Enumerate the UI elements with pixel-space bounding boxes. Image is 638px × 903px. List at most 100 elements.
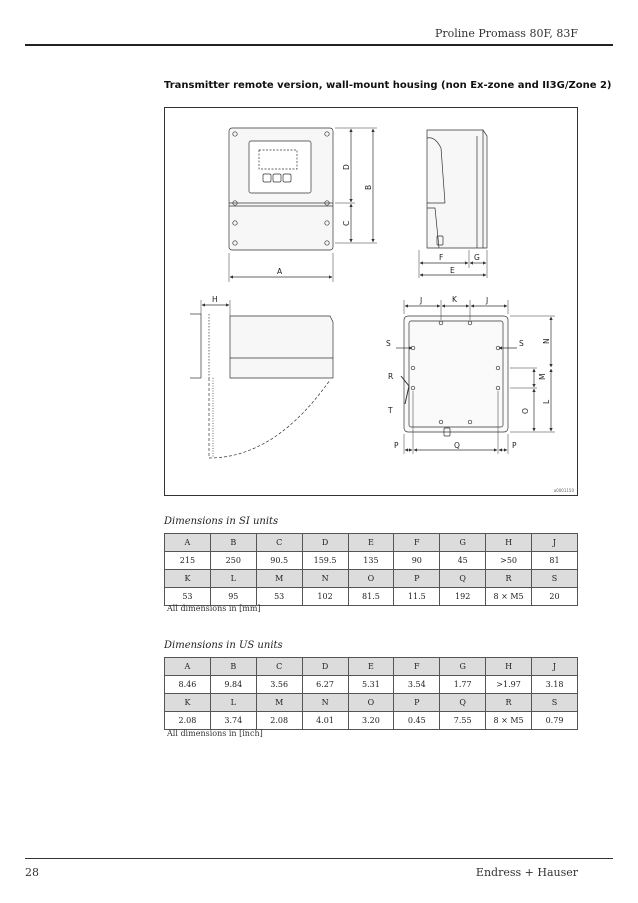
label-F: F: [439, 253, 443, 262]
dimension-drawing: A D C B F G E H J K J S S R T N M O L P …: [164, 107, 578, 496]
label-S-left: S: [386, 339, 391, 348]
header-cell: B: [209, 657, 257, 676]
value-cell: 5.31: [347, 675, 395, 694]
header-cell: J: [531, 533, 578, 552]
header-cell: G: [439, 533, 487, 552]
top-view: [190, 300, 334, 459]
value-cell: 2.08: [255, 711, 303, 730]
label-Q: Q: [454, 441, 460, 450]
header-cell: E: [347, 657, 395, 676]
header-cell: S: [531, 693, 578, 712]
header-cell: M: [255, 569, 303, 588]
header-cell: Q: [439, 569, 487, 588]
value-cell: 11.5: [393, 587, 441, 606]
value-cell: 3.56: [255, 675, 303, 694]
label-D: D: [342, 164, 351, 170]
header-cell: K: [164, 569, 211, 588]
label-N: N: [542, 338, 551, 344]
header-cell: C: [255, 657, 303, 676]
drawing-svg: A D C B F G E H J K J S S R T N M O L P …: [190, 127, 555, 459]
label-R: R: [388, 372, 393, 381]
footer-brand: Endress + Hauser: [475, 866, 578, 879]
header-cell: K: [164, 693, 211, 712]
header-cell: D: [301, 533, 349, 552]
us-caption: Dimensions in US units: [164, 640, 283, 651]
header-cell: F: [393, 533, 441, 552]
value-cell: 45: [439, 551, 487, 570]
value-cell: >1.97: [485, 675, 532, 694]
label-A: A: [277, 267, 283, 276]
value-cell: 3.20: [347, 711, 395, 730]
label-P-left: P: [394, 441, 399, 450]
section-title: Transmitter remote version, wall-mount h…: [164, 80, 612, 91]
header-cell: H: [485, 533, 532, 552]
header-cell: B: [209, 533, 257, 552]
value-cell: 20: [531, 587, 578, 606]
value-cell: >50: [485, 551, 532, 570]
value-cell: 0.79: [531, 711, 578, 730]
label-E: E: [450, 266, 455, 275]
header-cell: L: [209, 569, 257, 588]
header-cell: C: [255, 533, 303, 552]
value-cell: 192: [439, 587, 487, 606]
header-cell: R: [485, 693, 532, 712]
label-L: L: [542, 399, 551, 404]
header-cell: M: [255, 693, 303, 712]
value-cell: 102: [301, 587, 349, 606]
si-caption: Dimensions in SI units: [164, 516, 279, 527]
value-cell: 9.84: [209, 675, 257, 694]
header-cell: O: [347, 569, 395, 588]
header-cell: E: [347, 533, 395, 552]
label-H: H: [212, 295, 218, 304]
front-view: [228, 127, 377, 282]
label-M: M: [538, 374, 547, 380]
value-cell: 53: [164, 587, 211, 606]
value-cell: 95: [209, 587, 257, 606]
value-cell: 1.77: [439, 675, 487, 694]
header-cell: A: [164, 533, 211, 552]
label-J-left: J: [419, 296, 422, 305]
label-C: C: [342, 221, 351, 226]
label-O: O: [521, 408, 530, 414]
wall-mount-view: [396, 300, 555, 454]
value-cell: 8 × M5: [485, 587, 532, 606]
header-cell: H: [485, 657, 532, 676]
label-T: T: [387, 406, 393, 415]
label-P-right: P: [512, 441, 517, 450]
value-cell: 2.08: [164, 711, 211, 730]
header-cell: S: [531, 569, 578, 588]
header-divider: [25, 44, 613, 46]
header-cell: A: [164, 657, 211, 676]
us-note: All dimensions in [inch]: [167, 729, 263, 738]
header-cell: O: [347, 693, 395, 712]
label-S-right: S: [519, 339, 524, 348]
value-cell: 7.55: [439, 711, 487, 730]
footer-divider: [25, 858, 613, 859]
header-cell: G: [439, 657, 487, 676]
header-cell: P: [393, 569, 441, 588]
figure-code: a0001150: [553, 488, 574, 493]
value-cell: 215: [164, 551, 211, 570]
value-cell: 8.46: [164, 675, 211, 694]
header-cell: R: [485, 569, 532, 588]
header-cell: D: [301, 657, 349, 676]
header-cell: P: [393, 693, 441, 712]
value-cell: 81: [531, 551, 578, 570]
value-cell: 3.18: [531, 675, 578, 694]
value-cell: 3.54: [393, 675, 441, 694]
si-note: All dimensions in [mm]: [167, 604, 261, 613]
header-title: Proline Promass 80F, 83F: [434, 27, 578, 40]
header-cell: N: [301, 693, 349, 712]
value-cell: 53: [255, 587, 303, 606]
label-K: K: [452, 295, 458, 304]
header-cell: L: [209, 693, 257, 712]
